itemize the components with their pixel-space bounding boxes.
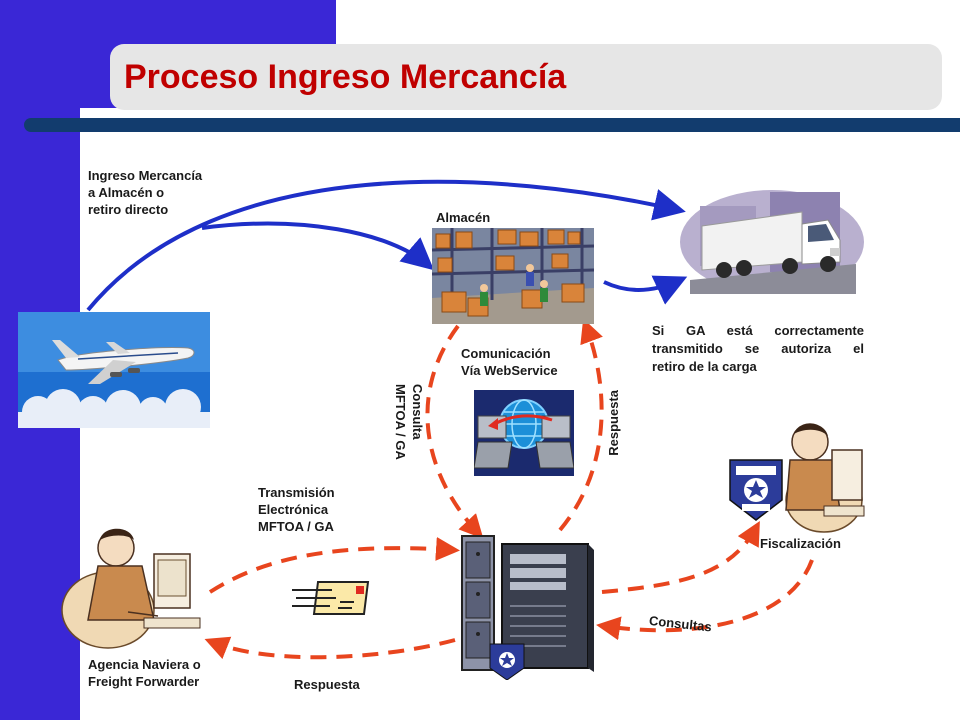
fiscalizacion-label: Fiscalización	[760, 536, 841, 551]
respuesta-vertical-label: Respuesta	[606, 390, 621, 456]
autoriza-label-line3: retiro de la carga	[652, 359, 757, 374]
comunicacion-label: Comunicación Vía WebService	[461, 346, 558, 378]
customs-badge-server-icon	[489, 643, 525, 680]
truck-illustration	[680, 190, 864, 294]
electronic-document-icon	[292, 581, 370, 615]
arrow-to-warehouse	[201, 221, 435, 271]
customs-badge-icon	[729, 459, 783, 521]
server-tower-icon	[461, 535, 594, 680]
title-box	[110, 44, 942, 110]
consulta-label: Consulta MFTOA / GA	[393, 384, 425, 460]
customs-officer-illustration	[729, 423, 865, 533]
warehouse-illustration	[432, 228, 594, 324]
arrow-respuesta-bottom	[204, 636, 456, 660]
autoriza-label-line2: transmitido se autoriza el	[652, 341, 864, 356]
arrow-respuesta-vertical	[558, 318, 604, 532]
transmision-label: Transmisión Electrónica MFTOA / GA	[258, 485, 335, 534]
ingreso-label: Ingreso Mercancía a Almacén o retiro dir…	[88, 168, 203, 217]
arrow-consulta	[425, 324, 484, 539]
header-rule	[24, 118, 960, 132]
agencia-label: Agencia Naviera o Freight Forwarder	[88, 657, 201, 689]
agent-at-computer-illustration	[61, 528, 201, 649]
page-title: Proceso Ingreso Mercancía	[124, 58, 567, 96]
arrow-to-fiscalizacion	[601, 521, 760, 594]
webservice-computers-icon	[474, 390, 574, 476]
arrow-warehouse-to-truck	[603, 275, 688, 305]
almacen-label: Almacén	[436, 210, 491, 225]
respuesta-vertical-label-wrap: Respuesta	[604, 370, 624, 464]
autoriza-label-line1: Si GA está correctamente	[652, 323, 864, 338]
airplane-photo	[18, 312, 210, 428]
arrow-plane-to-truck	[86, 179, 686, 312]
respuesta-bottom-label: Respuesta	[294, 677, 360, 692]
